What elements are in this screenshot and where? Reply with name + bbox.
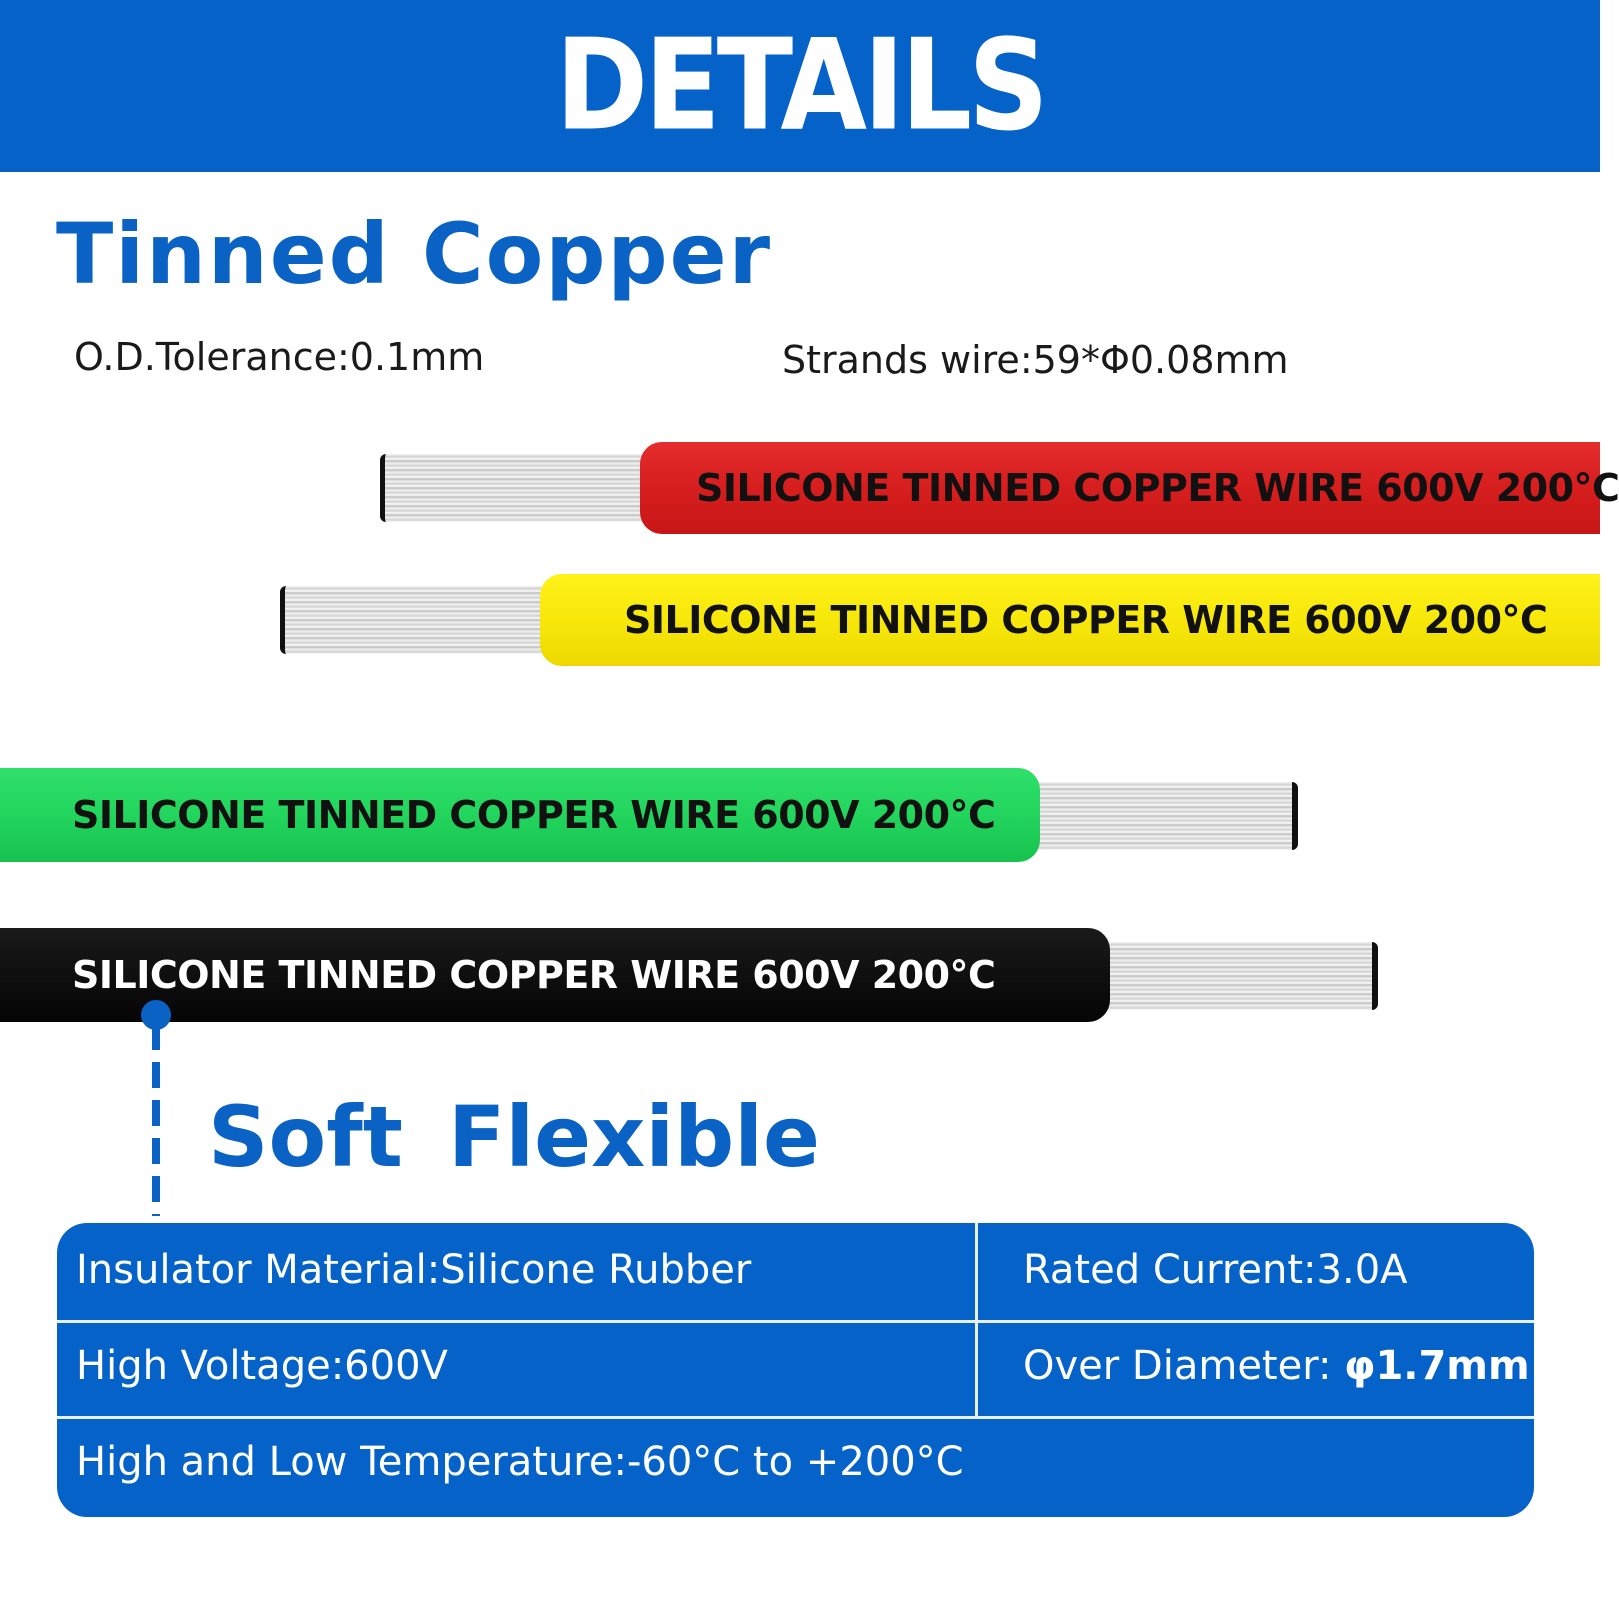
feature-heading-flexible: Flexible [448,1088,821,1186]
spec-current: Rated Current:3.0A [1023,1247,1408,1293]
material-heading: Tinned Copper [56,205,773,303]
table-divider [975,1223,978,1419]
wire-label: SILICONE TINNED COPPER WIRE 600V 200°C [624,598,1548,642]
spec-diameter: Over Diameter: φ1.7mm [1023,1343,1530,1389]
wire-strand [1090,942,1378,1010]
wire-label: SILICONE TINNED COPPER WIRE 600V 200°C [696,466,1619,510]
spec-diameter-label: Over Diameter: [1023,1343,1345,1389]
header-banner: DETAILS [0,0,1600,172]
spec-diameter-value: φ1.7mm [1344,1343,1530,1389]
tolerance-spec: O.D.Tolerance:0.1mm [74,335,485,379]
spec-temperature: High and Low Temperature:-60°C to +200°C [76,1439,964,1485]
wire-label: SILICONE TINNED COPPER WIRE 600V 200°C [72,953,996,997]
table-divider [57,1416,1534,1419]
wire-strand [380,454,664,522]
page-title: DETAILS [555,13,1049,159]
feature-heading-soft: Soft [208,1088,403,1186]
wire-strand [280,586,564,654]
wire-jacket: SILICONE TINNED COPPER WIRE 600V 200°C [540,574,1600,666]
table-divider [57,1320,1534,1323]
strands-spec: Strands wire:59*Φ0.08mm [782,338,1289,382]
wire-label: SILICONE TINNED COPPER WIRE 600V 200°C [72,793,996,837]
callout-dashed-line [152,1024,160,1216]
spec-table: Insulator Material:Silicone Rubber Rated… [57,1223,1534,1517]
wire-jacket: SILICONE TINNED COPPER WIRE 600V 200°C [640,442,1619,534]
wire-jacket: SILICONE TINNED COPPER WIRE 600V 200°C [0,928,1110,1022]
wire-strand [1014,782,1298,850]
wire-jacket: SILICONE TINNED COPPER WIRE 600V 200°C [0,768,1040,862]
spec-insulator: Insulator Material:Silicone Rubber [76,1247,752,1293]
spec-voltage: High Voltage:600V [76,1343,448,1389]
